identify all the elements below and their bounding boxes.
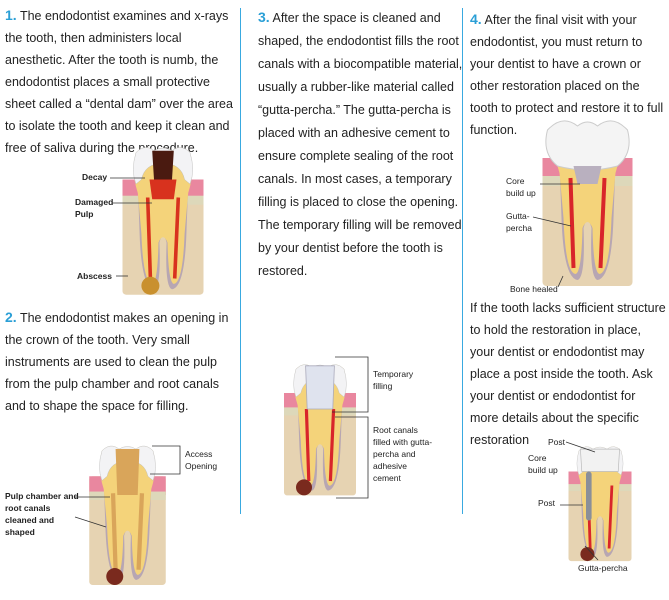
step-text: The endodontist examines and x-rays the … xyxy=(5,9,233,155)
crown xyxy=(545,120,630,171)
label-post-core-build-up: Core build up xyxy=(528,453,558,475)
decay xyxy=(152,150,174,180)
label-damaged-pulp: Damaged Pulp xyxy=(75,197,114,219)
core-build-up xyxy=(573,166,602,184)
root-canal xyxy=(304,408,336,482)
tooth-illustration-decay xyxy=(122,147,204,295)
enamel xyxy=(133,147,193,185)
root-canal xyxy=(145,197,181,279)
temporary-filling xyxy=(305,365,335,410)
damaged-pulp xyxy=(149,179,177,200)
tooth-illustration-filled xyxy=(284,364,356,496)
label-post: Post xyxy=(538,498,556,508)
label-abscess: Abscess xyxy=(77,271,112,281)
step-2: 2. The endodontist makes an opening in t… xyxy=(5,309,229,413)
label-gutta-percha: Gutta-percha xyxy=(506,211,532,233)
label-access-opening: Access Opening xyxy=(185,449,218,471)
access-opening xyxy=(115,449,140,495)
step-number: 1 xyxy=(5,7,13,23)
step-number: 2 xyxy=(5,309,13,325)
label-post-gutta-percha: Gutta-percha xyxy=(578,563,628,573)
label-bone-healed: Bone healed xyxy=(510,284,558,294)
step-text: The endodontist makes an opening in the … xyxy=(5,311,229,413)
abscess xyxy=(141,276,160,295)
step-number: 3 xyxy=(258,9,266,25)
label-pulp-chamber: Pulp chamber and root canals cleaned and… xyxy=(5,491,79,537)
column-divider-1 xyxy=(240,8,241,514)
label-decay: Decay xyxy=(82,172,108,182)
label-temporary-filling: Temporary filling xyxy=(373,369,414,391)
step-3: 3. After the space is cleaned and shaped… xyxy=(258,9,463,278)
tooth-illustration-post xyxy=(568,446,632,562)
abscess xyxy=(106,568,124,586)
tooth-illustration-crown xyxy=(542,120,633,286)
root-canal xyxy=(110,493,145,570)
step-1: 1. The endodontist examines and x-rays t… xyxy=(5,7,233,155)
step-text: After the space is cleaned and shaped, t… xyxy=(258,11,463,278)
core-build-up xyxy=(580,448,620,472)
column-divider-2 xyxy=(462,8,463,514)
step-4: 4. After the final visit with your endod… xyxy=(470,11,664,137)
label-root-canals: Root canals filled with gutta-percha and… xyxy=(373,425,433,483)
abscess xyxy=(296,479,312,496)
post xyxy=(586,471,592,521)
label-core-build-up: Core build up xyxy=(506,176,536,198)
abscess xyxy=(580,547,595,562)
step-number: 4 xyxy=(470,11,478,27)
step-text: After the final visit with your endodont… xyxy=(470,13,664,137)
tooth-illustration-access-opening xyxy=(89,445,166,586)
label-post-top: Post xyxy=(548,437,566,447)
step-4-post-text: If the tooth lacks sufficient structure … xyxy=(470,301,666,447)
root-canal xyxy=(568,177,607,269)
